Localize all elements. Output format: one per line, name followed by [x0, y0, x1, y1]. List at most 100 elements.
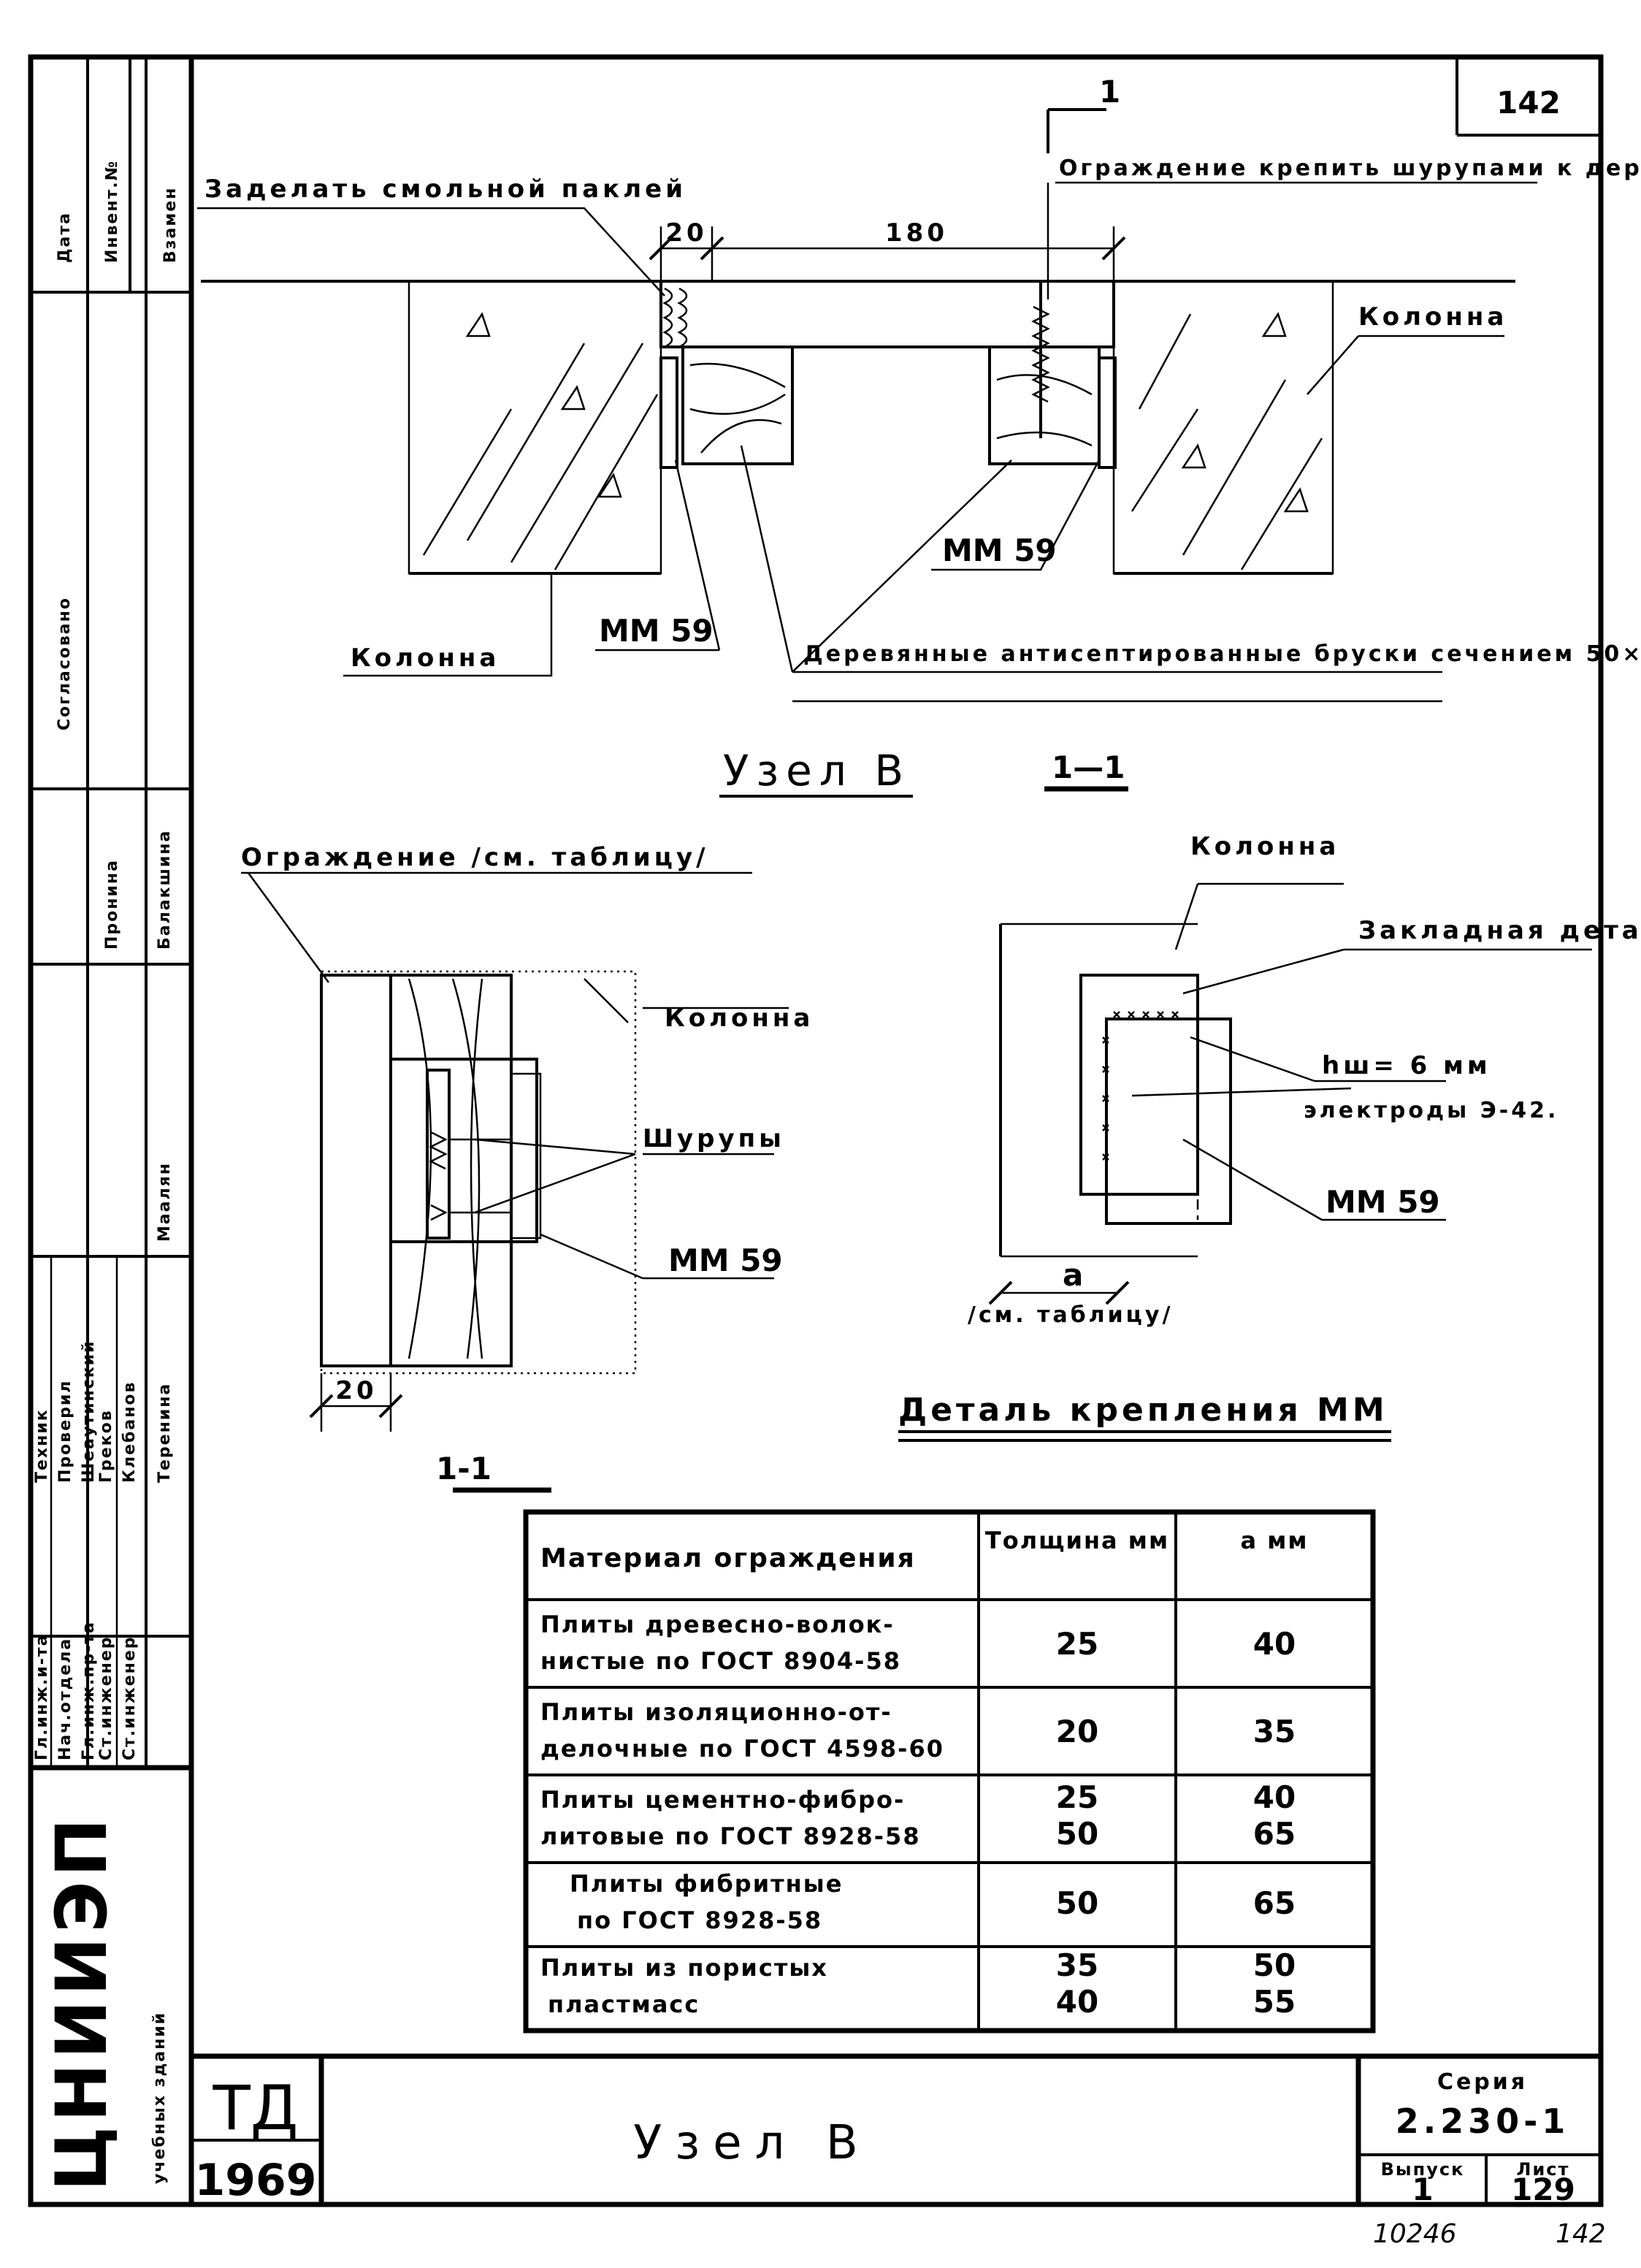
table-row1-material-line1: Плиты древесно-волок-	[540, 1611, 895, 1638]
fence-panel	[659, 280, 1115, 348]
label-see-table: /см. таблицу/	[968, 1302, 1173, 1328]
label-mm59-detail: ММ 59	[1326, 1184, 1440, 1220]
section-dim-20: 20	[335, 1376, 377, 1405]
stamp-role-3: Гл.инж.пр-та	[80, 1621, 98, 1760]
page-number: 142	[1496, 85, 1561, 121]
table-row3-thickness-2: 50	[1056, 1816, 1098, 1852]
table-header-a: а мм	[1240, 1527, 1308, 1554]
materials-table: Материал ограждения Толщина мм а мм Плит…	[523, 1509, 1376, 2034]
label-column-right: Колонна	[1358, 302, 1507, 332]
mm59-plate	[426, 1069, 451, 1240]
node-b-plan: 20 180 1 Заделать смольной паклей Огражд…	[197, 74, 1641, 798]
stamp-name-1: Шеаутинский	[80, 1340, 98, 1483]
mm59-plate-left	[659, 356, 678, 469]
detail-mm-title: Деталь крепления ММ	[898, 1391, 1388, 1429]
issue-number: 1	[1412, 2172, 1433, 2207]
table-header-thickness: Толщина мм	[985, 1527, 1169, 1554]
stamp-name-7: Балакшина	[156, 830, 174, 950]
table-row5-material-line2: пластмасс	[548, 1990, 700, 2018]
label-mm59-right: ММ 59	[942, 532, 1057, 568]
table-row3-a-2: 65	[1253, 1816, 1296, 1852]
label-column-section: Колонна	[665, 1004, 814, 1033]
mm59-plate-detail	[1105, 1017, 1232, 1225]
sheet-number: 129	[1511, 2172, 1575, 2207]
td-mark: ТД	[213, 2072, 299, 2144]
series-label: Серия	[1437, 2069, 1528, 2095]
table-row3-material-line1: Плиты цементно-фибро-	[540, 1786, 905, 1814]
table-row5-a-1: 50	[1253, 1947, 1296, 1983]
weld-marks	[1102, 1011, 1179, 1161]
column-wood	[389, 974, 513, 1367]
stamp-date-label: Дата	[56, 212, 74, 263]
label-embedded: Закладная деталь колонны	[1358, 916, 1641, 945]
label-mm59-left: ММ 59	[599, 613, 714, 649]
table-row5-thickness-2: 40	[1056, 1984, 1098, 2020]
label-a: а	[1063, 1257, 1083, 1293]
label-weld: hш= 6 мм	[1322, 1051, 1491, 1080]
section-1-1: 20 Ограждение /см. таблицу/ Колонна Шуру…	[241, 843, 814, 1493]
table-row1-material-line2: нистые по ГОСТ 8904-58	[540, 1647, 901, 1675]
sheet-label: Лист	[1517, 2159, 1570, 2180]
wooden-bar-right	[988, 345, 1101, 465]
table-row1-thickness: 25	[1056, 1626, 1098, 1662]
section-1-1-title: 1-1	[436, 1451, 491, 1486]
label-column-left: Колонна	[351, 644, 500, 673]
label-fence: Ограждение /см. таблицу/	[241, 843, 709, 872]
label-wooden-bars: Деревянные антисептированные бруски сече…	[803, 641, 1641, 667]
sheet-title: Узел В	[633, 2116, 871, 2170]
table-header-material: Материал ограждения	[540, 1543, 916, 1573]
stamp-inventory-label: Инвент.№	[103, 160, 121, 263]
node-b-section-ref: 1—1	[1052, 749, 1125, 785]
label-electrodes: электроды Э-42.	[1304, 1098, 1558, 1123]
table-row3-thickness-1: 25	[1056, 1779, 1098, 1815]
stamp-name-6: Пронина	[103, 859, 121, 950]
dim-180-label: 180	[885, 218, 948, 248]
side-stamp: Дата Инвент.№ Взамен Согласовано Гл.инж.…	[31, 57, 191, 2191]
table-row2-thickness: 20	[1056, 1714, 1098, 1749]
detail-mm: Колонна Закладная деталь колонны hш= 6 м…	[898, 832, 1641, 1442]
seal-packing	[662, 287, 688, 348]
table-row5-material-line1: Плиты из пористых	[540, 1954, 828, 1982]
stamp-role-6: Техник	[33, 1408, 51, 1483]
embedded-plate	[1079, 974, 1199, 1196]
section-marker	[1047, 108, 1106, 153]
table-row3-material-line2: литовые по ГОСТ 8928-58	[540, 1822, 921, 1850]
concrete-hatching	[422, 312, 1323, 570]
table-row2-a: 35	[1253, 1714, 1296, 1749]
title-block: ТД 1969 Узел В Серия 2.230-1 Выпуск 1 Ли…	[191, 2053, 1601, 2207]
mm59-plate-right	[1098, 356, 1117, 469]
table-row2-material-line2: делочные по ГОСТ 4598-60	[540, 1735, 944, 1763]
year: 1969	[195, 2155, 317, 2206]
stamp-agreed-label: Согласовано	[56, 597, 74, 730]
stamp-replaces-label: Взамен	[161, 186, 180, 263]
table-row4-thickness: 50	[1056, 1885, 1098, 1921]
table-row2-material-line1: Плиты изоляционно-от-	[540, 1698, 892, 1726]
stamp-role-7: Проверил	[56, 1380, 74, 1483]
dim-20-label: 20	[665, 218, 707, 248]
table-row3-a-1: 40	[1253, 1779, 1296, 1815]
footer-code: 10246	[1373, 2219, 1457, 2249]
wooden-bar-left	[681, 345, 794, 465]
series-number: 2.230-1	[1396, 2101, 1570, 2141]
label-screws: Шурупы	[643, 1124, 785, 1153]
label-mm59-section: ММ 59	[668, 1242, 783, 1278]
fence-board	[320, 974, 392, 1367]
footer-page: 142	[1556, 2219, 1606, 2249]
label-detail-column: Колонна	[1190, 832, 1339, 861]
node-b-title: Узел В	[723, 746, 911, 795]
table-row1-a: 40	[1253, 1626, 1296, 1662]
table-row4-material-line1: Плиты фибритные	[570, 1870, 843, 1898]
label-seal: Заделать смольной паклей	[204, 175, 686, 204]
stamp-role-2: Нач.отдела	[56, 1638, 74, 1760]
stamp-role-4: Ст.инженер	[97, 1635, 115, 1760]
table-row4-a: 65	[1253, 1885, 1296, 1921]
table-row4-material-line2: по ГОСТ 8928-58	[577, 1906, 822, 1934]
stamp-name-4: Теренина	[156, 1383, 174, 1483]
stamp-name-2: Греков	[97, 1409, 115, 1483]
issue-label: Выпуск	[1381, 2159, 1465, 2180]
column-right-concrete	[1112, 280, 1334, 575]
table-row5-thickness-1: 35	[1056, 1947, 1098, 1983]
section-marker-number: 1	[1099, 74, 1120, 110]
